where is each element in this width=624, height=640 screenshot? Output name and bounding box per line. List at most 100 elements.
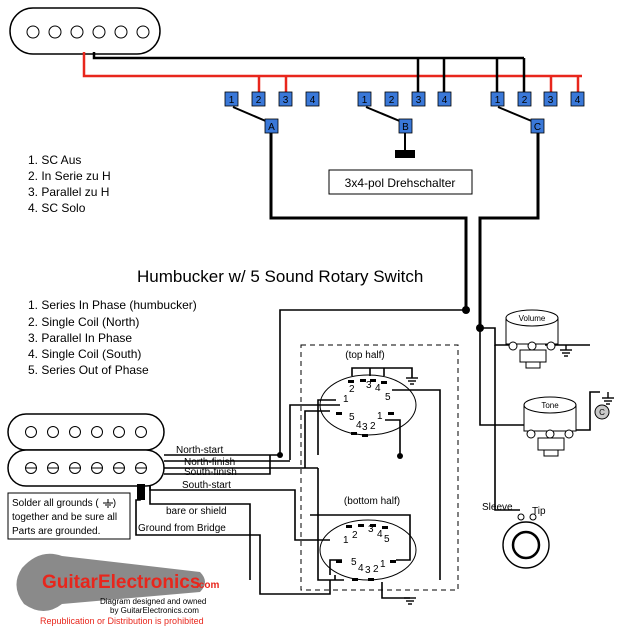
single-coil-pickup	[9, 7, 161, 55]
svg-text:3: 3	[548, 95, 554, 106]
solder-joint	[462, 306, 470, 314]
svg-text:3: 3	[283, 95, 289, 106]
svg-text:4: 4	[358, 563, 364, 574]
svg-text:2: 2	[349, 384, 355, 395]
svg-text:(top half): (top half)	[345, 350, 384, 361]
svg-text:2: 2	[373, 564, 379, 575]
svg-text:3. Parallel In Phase: 3. Parallel In Phase	[28, 331, 132, 345]
solder-joint	[397, 453, 403, 459]
rotary-switch-label: 3x4-pol Drehschalter	[328, 169, 473, 195]
solder-note: Solder all grounds () together and be su…	[7, 492, 131, 540]
ground-bus-wire	[92, 52, 526, 92]
output-jack: Sleeve Tip	[482, 502, 550, 569]
diagram-title: Humbucker w/ 5 Sound Rotary Switch	[137, 267, 423, 286]
five-way-switch-bottom-half: (bottom half) 2 3 4 5 1 5 4 3 2 1	[319, 496, 417, 581]
svg-text:4: 4	[442, 95, 448, 106]
five-way-internal-wires	[289, 389, 441, 599]
svg-text:4: 4	[575, 95, 581, 106]
svg-text:Tone: Tone	[541, 401, 559, 410]
five-way-switch-top-half: (top half) 2 3 4 5 1 5 4 3 2 1	[319, 350, 418, 437]
wiper-output-wires	[269, 133, 540, 328]
svg-text:2: 2	[389, 95, 395, 106]
svg-text:Republication or Distribution: Republication or Distribution is prohibi…	[40, 616, 204, 626]
svg-text:Ground from Bridge: Ground from Bridge	[138, 523, 226, 534]
svg-text:1. Series In Phase (humbucker): 1. Series In Phase (humbucker)	[28, 298, 197, 312]
svg-text:North-finish: North-finish	[184, 457, 235, 468]
ground-icon	[404, 597, 416, 605]
svg-text:4: 4	[375, 383, 381, 394]
svg-text:South-finish: South-finish	[184, 467, 237, 478]
svg-text:South-start: South-start	[182, 480, 231, 491]
svg-text:3: 3	[362, 422, 368, 433]
svg-text:by GuitarElectronics.com: by GuitarElectronics.com	[110, 606, 199, 615]
svg-text:Parts are grounded.: Parts are grounded.	[12, 526, 100, 537]
svg-text:4. Single Coil (South): 4. Single Coil (South)	[28, 347, 141, 361]
svg-text:2: 2	[522, 95, 528, 106]
legend-german: 1. SC Aus 2. In Serie zu H 3. Parallel z…	[28, 153, 111, 215]
svg-text:bare or shield: bare or shield	[166, 506, 227, 517]
braided-shield	[137, 484, 145, 500]
pickup-pole-pieces	[26, 25, 150, 39]
legend-english: 1. Series In Phase (humbucker) 2. Single…	[28, 298, 197, 377]
rotary-switch-deck-b: 1 2 3 4 B	[357, 91, 452, 158]
svg-text:3: 3	[416, 95, 422, 106]
svg-text:Volume: Volume	[519, 314, 546, 323]
svg-text:2: 2	[370, 421, 376, 432]
signal-wires	[279, 309, 600, 511]
svg-text:1: 1	[495, 95, 501, 106]
svg-text:4: 4	[356, 420, 362, 431]
solder-joint	[277, 452, 283, 458]
svg-text:5. Series Out of Phase: 5. Series Out of Phase	[28, 363, 149, 377]
volume-pot: Volume	[505, 309, 572, 369]
svg-text:(bottom half): (bottom half)	[344, 496, 400, 507]
ground-icon	[560, 345, 572, 357]
svg-text:4. SC Solo: 4. SC Solo	[28, 201, 86, 215]
svg-text:A: A	[268, 122, 275, 133]
svg-text:3: 3	[368, 524, 374, 535]
svg-text:5: 5	[385, 392, 391, 403]
svg-text:C: C	[599, 408, 605, 417]
guitar-electronics-logo: GuitarElectronics .com Diagram designed …	[16, 553, 219, 626]
svg-text:Tip: Tip	[532, 506, 546, 517]
svg-text:1: 1	[377, 411, 383, 422]
ground-icon	[602, 392, 614, 405]
svg-text:1: 1	[380, 559, 386, 570]
svg-text:1: 1	[343, 535, 349, 546]
svg-text:3x4-pol Drehschalter: 3x4-pol Drehschalter	[345, 176, 456, 190]
svg-text:2. In Serie zu H: 2. In Serie zu H	[28, 169, 111, 183]
solder-joint	[476, 324, 484, 332]
svg-text:B: B	[402, 122, 409, 133]
svg-text:3: 3	[366, 380, 372, 391]
ground-icon	[406, 377, 418, 385]
ground-icon	[103, 499, 113, 508]
svg-text:1: 1	[362, 95, 368, 106]
svg-text:3. Parallel zu H: 3. Parallel zu H	[28, 185, 109, 199]
capacitor-icon	[594, 404, 610, 420]
svg-text:GuitarElectronics: GuitarElectronics	[42, 572, 200, 593]
tone-pot: Tone C	[523, 392, 614, 457]
humbucker-pickup	[7, 413, 165, 487]
svg-text:together and be sure all: together and be sure all	[12, 512, 117, 523]
svg-text:1: 1	[343, 394, 349, 405]
svg-text:2: 2	[256, 95, 262, 106]
svg-text:Solder all grounds (): Solder all grounds ()	[12, 498, 116, 509]
svg-text:4: 4	[310, 95, 316, 106]
svg-text:3: 3	[365, 565, 371, 576]
svg-text:4: 4	[377, 529, 383, 540]
svg-text:2: 2	[352, 530, 358, 541]
svg-text:1: 1	[229, 95, 235, 106]
svg-text:Sleeve: Sleeve	[482, 502, 513, 513]
svg-text:5: 5	[384, 534, 390, 545]
svg-text:.com: .com	[196, 580, 219, 591]
svg-text:North-start: North-start	[176, 445, 223, 456]
svg-text:Diagram designed and owned: Diagram designed and owned	[100, 597, 206, 606]
rotary-switch-deck-c: 1 2 3 4 C	[490, 91, 585, 134]
hot-bus-wire	[82, 52, 582, 92]
svg-text:C: C	[534, 122, 541, 133]
rotary-switch-deck-a: 1 2 3 4 A	[224, 91, 320, 134]
svg-text:2. Single Coil (North): 2. Single Coil (North)	[28, 315, 139, 329]
svg-text:5: 5	[351, 557, 357, 568]
wire-labels: North-start North-finish South-finish So…	[138, 445, 237, 534]
five-way-switch-outline	[300, 344, 459, 591]
